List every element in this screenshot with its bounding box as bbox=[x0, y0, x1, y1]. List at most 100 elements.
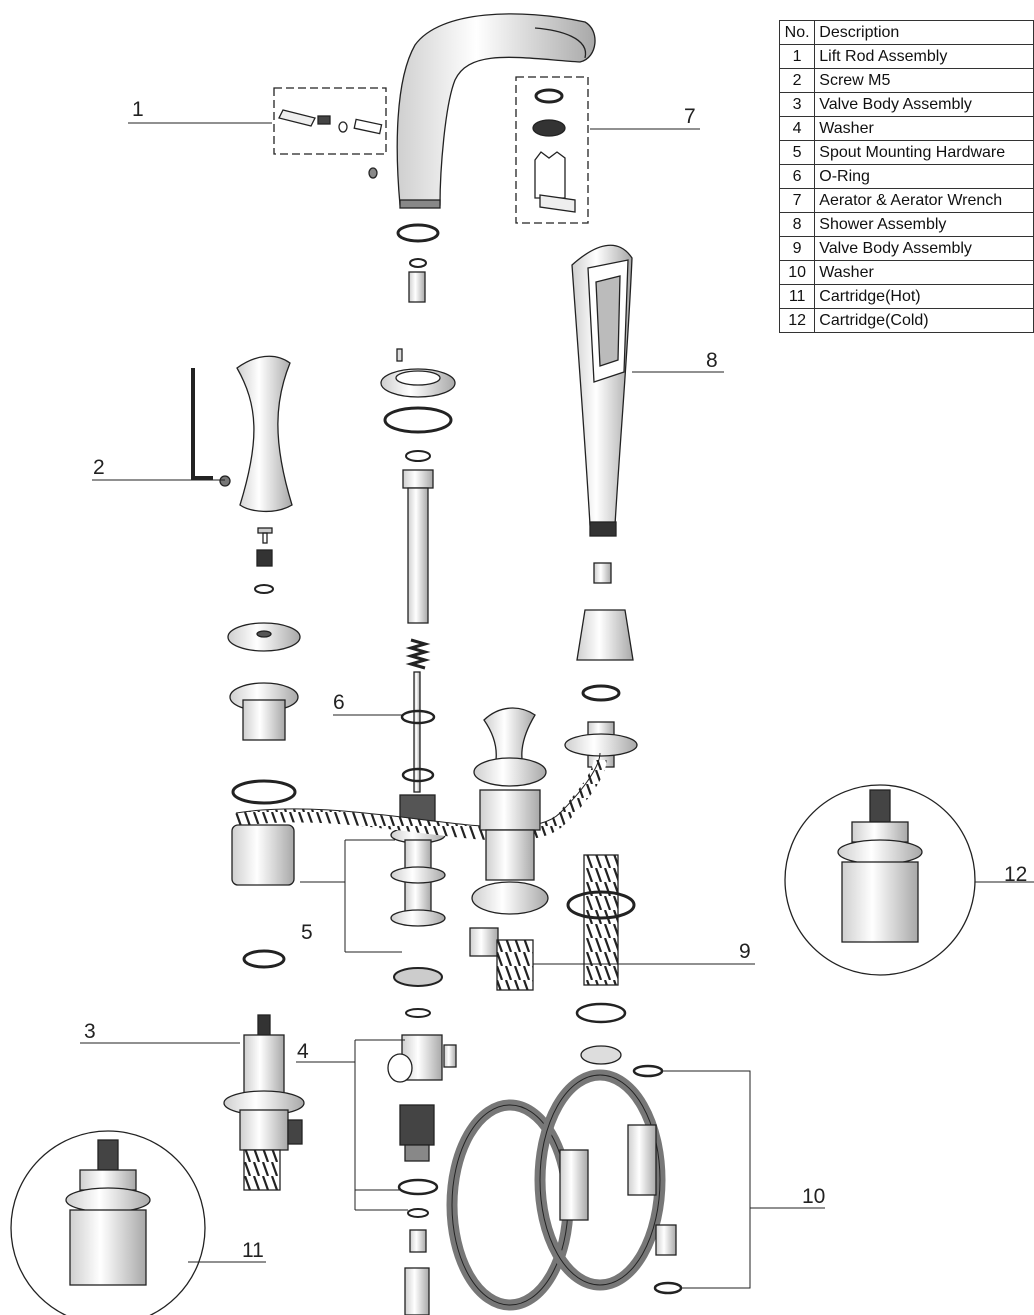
row-no: 8 bbox=[778, 212, 816, 237]
row-no: 6 bbox=[778, 164, 816, 189]
row-no: 9 bbox=[778, 236, 816, 261]
callout-4: 4 bbox=[297, 1040, 309, 1063]
hand-shower bbox=[571, 244, 633, 537]
flange-sleeve bbox=[229, 682, 299, 741]
callout-6: 6 bbox=[333, 691, 345, 714]
shower-holder-cone bbox=[576, 609, 634, 661]
small-oring bbox=[409, 258, 427, 268]
row-description: Aerator & Aerator Wrench bbox=[814, 188, 1034, 213]
row-no: 12 bbox=[778, 308, 816, 333]
aerator-assembly bbox=[515, 76, 589, 224]
escutcheon-plate bbox=[227, 622, 301, 652]
allen-wrench bbox=[191, 368, 213, 480]
washer-upper bbox=[405, 1008, 431, 1018]
row-no: 4 bbox=[778, 116, 816, 141]
handle-screw bbox=[257, 527, 273, 544]
mounting-shank bbox=[390, 794, 446, 927]
cartridge-hot-detail bbox=[10, 1130, 206, 1315]
supply-hoses bbox=[446, 1069, 677, 1311]
handle-set-screw bbox=[219, 475, 231, 487]
row-no: 7 bbox=[778, 188, 816, 213]
callout-10: 10 bbox=[802, 1185, 826, 1208]
callout-11: 11 bbox=[242, 1239, 264, 1262]
row-description: Spout Mounting Hardware bbox=[814, 140, 1034, 165]
hose-washer-top bbox=[632, 1064, 664, 1078]
lift-rod-assembly bbox=[273, 87, 387, 155]
row-no: 10 bbox=[778, 260, 816, 285]
callout-3: 3 bbox=[84, 1020, 96, 1043]
row-description: Cartridge(Hot) bbox=[814, 284, 1034, 309]
washer-small bbox=[407, 1208, 429, 1218]
table-header-row: No. Description bbox=[778, 20, 1034, 45]
rod-oring-lower bbox=[401, 767, 435, 783]
row-description: Valve Body Assembly bbox=[814, 92, 1034, 117]
spout-adapter bbox=[408, 271, 426, 303]
cartridge-cold-detail bbox=[784, 784, 976, 976]
diverter-tee bbox=[387, 1034, 457, 1083]
row-no: 2 bbox=[778, 68, 816, 93]
valve-body-right bbox=[469, 757, 549, 991]
spout-base-plate bbox=[380, 368, 456, 398]
row-no: 1 bbox=[778, 44, 816, 69]
set-screw bbox=[368, 167, 378, 179]
tube-oring bbox=[405, 450, 431, 462]
washer-lower bbox=[397, 1178, 439, 1196]
hose-fitting bbox=[404, 1267, 430, 1315]
row-description: Washer bbox=[814, 260, 1034, 285]
valve-body-left bbox=[223, 1014, 305, 1191]
row-description: Valve Body Assembly bbox=[814, 236, 1034, 261]
spout bbox=[396, 13, 596, 209]
valve-gasket bbox=[242, 949, 286, 969]
callout-7: 7 bbox=[684, 105, 696, 128]
mount-nut bbox=[580, 1045, 622, 1065]
header-no: No. bbox=[778, 20, 816, 45]
check-valve bbox=[399, 1104, 435, 1162]
shower-connector bbox=[593, 562, 612, 584]
hose-guide bbox=[564, 721, 638, 768]
lift-rod-stem bbox=[413, 671, 421, 793]
callout-9: 9 bbox=[739, 940, 751, 963]
flange-gasket bbox=[231, 779, 297, 805]
connector-nut bbox=[409, 1229, 427, 1253]
header-description: Description bbox=[814, 20, 1034, 45]
hose-washer-bottom bbox=[653, 1281, 683, 1295]
base-gasket bbox=[383, 406, 453, 434]
row-no: 3 bbox=[778, 92, 816, 117]
rod-oring-upper bbox=[400, 709, 436, 725]
mount-washer bbox=[575, 1002, 627, 1024]
row-description: O-Ring bbox=[814, 164, 1034, 189]
row-description: Cartridge(Cold) bbox=[814, 308, 1034, 333]
lock-nut bbox=[393, 967, 443, 987]
handle-adapter bbox=[256, 549, 273, 567]
holder-oring bbox=[581, 684, 621, 702]
row-no: 11 bbox=[778, 284, 816, 309]
set-pin bbox=[396, 348, 403, 362]
leader-lines bbox=[80, 122, 1034, 1289]
handle-oring bbox=[254, 584, 274, 594]
callout-8: 8 bbox=[706, 349, 718, 372]
lift-rod-tube bbox=[402, 469, 434, 624]
row-description: Washer bbox=[814, 116, 1034, 141]
spring bbox=[405, 638, 431, 670]
row-description: Shower Assembly bbox=[814, 212, 1034, 237]
callout-1: 1 bbox=[132, 98, 144, 121]
spacer-ring bbox=[231, 824, 295, 886]
row-no: 5 bbox=[778, 140, 816, 165]
callout-5: 5 bbox=[301, 921, 313, 944]
callout-2: 2 bbox=[93, 456, 105, 479]
spout-oring bbox=[396, 223, 440, 243]
